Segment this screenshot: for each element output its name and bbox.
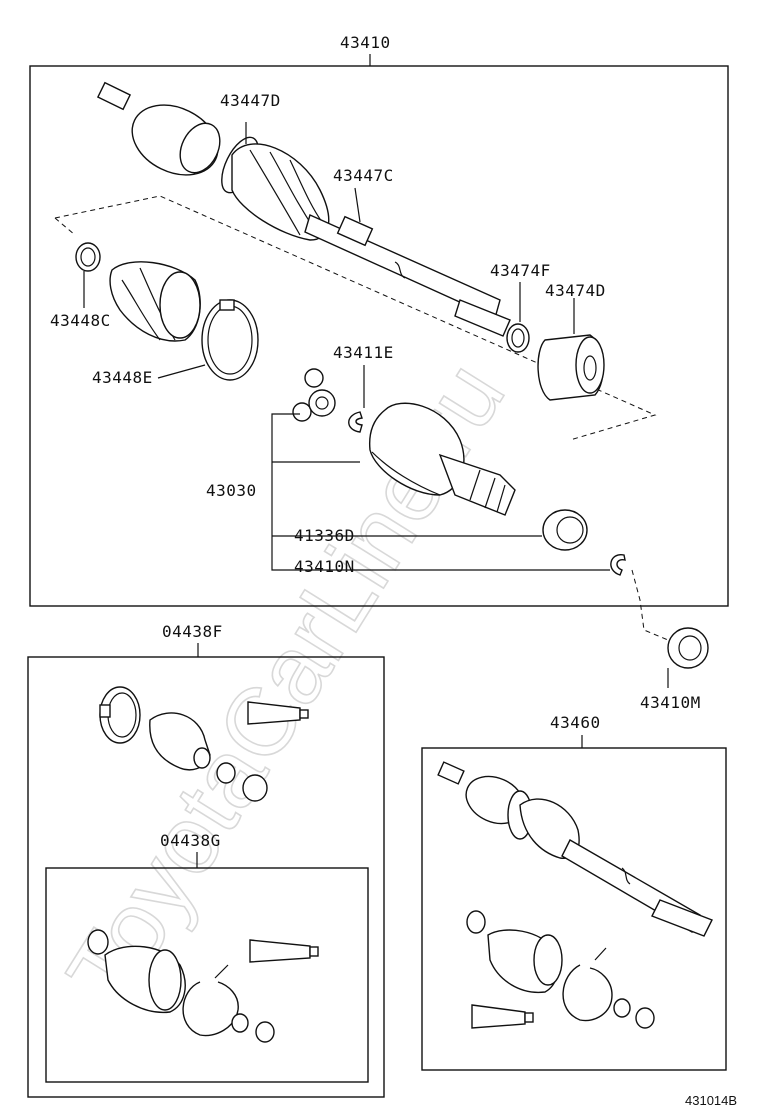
callout-43474D: 43474D [545, 281, 606, 300]
label-43410: 43410 [340, 33, 391, 52]
boot-kit-inner-frame [45, 867, 369, 1083]
callout-43448E: 43448E [92, 368, 153, 387]
part-43448C-clamp [75, 242, 101, 272]
boot-kit-inner-parts [87, 929, 319, 1043]
other-shaft-frame [421, 747, 727, 1071]
label-04438F: 04438F [162, 622, 223, 641]
part-43410N-snap-ring [610, 554, 626, 576]
boot-kit-outer-frame [27, 656, 385, 1098]
other-shaft-parts [437, 761, 713, 1029]
callout-43030: 43030 [206, 481, 257, 500]
inner-boot [109, 261, 201, 342]
part-41336D-seal [542, 509, 588, 551]
label-43460: 43460 [550, 713, 601, 732]
callout-43447D: 43447D [220, 91, 281, 110]
callout-43410N: 43410N [294, 557, 355, 576]
part-43411E-snap-ring [348, 411, 363, 433]
part-43448E-clamp [201, 299, 259, 381]
callout-43447C: 43447C [333, 166, 394, 185]
tripod-spider [292, 368, 336, 422]
label-04438G: 04438G [160, 831, 221, 850]
drive-shaft-outer [96, 81, 511, 337]
callout-43474F: 43474F [490, 261, 551, 280]
main-assembly-frame [29, 65, 729, 607]
part-43410M-bearing [667, 627, 709, 669]
diagram-code: 431014B [685, 1093, 737, 1108]
boot-kit-outer-parts [99, 686, 309, 802]
callout-41336D: 41336D [294, 526, 355, 545]
callout-43448C: 43448C [50, 311, 111, 330]
inboard-joint-housing [368, 402, 516, 516]
callout-43410M: 43410M [640, 693, 701, 712]
part-43474D-damper [537, 334, 605, 401]
callout-43411E: 43411E [333, 343, 394, 362]
part-43474F-ring [506, 323, 530, 353]
